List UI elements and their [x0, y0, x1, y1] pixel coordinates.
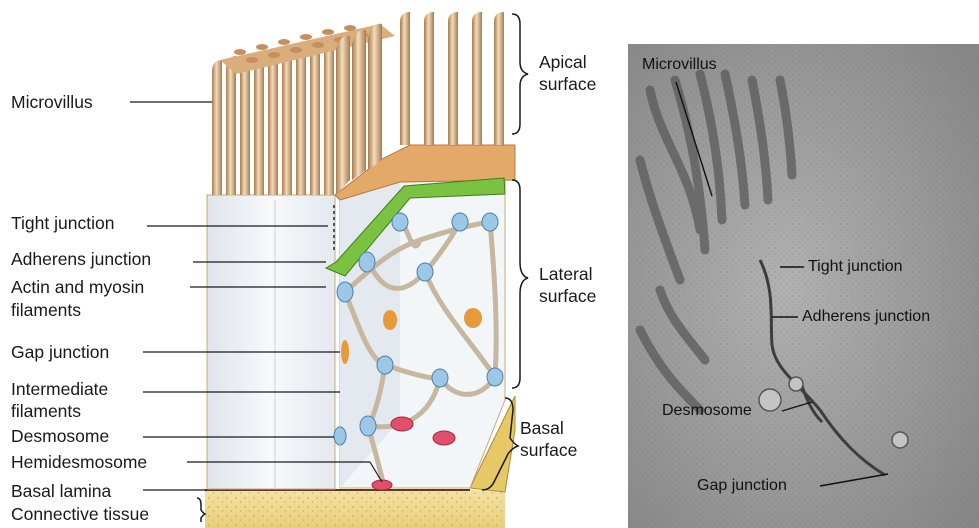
basal-lamina-label: Basal lamina: [11, 482, 111, 500]
basal-surface-label-line1: Basal: [520, 419, 564, 437]
tight-junction-label: Tight junction: [11, 214, 114, 232]
intermediate-filaments-label-line1: Intermediate: [11, 380, 108, 398]
lateral-surface-label-line1: Lateral: [539, 265, 593, 283]
lateral-surface-label-line2: surface: [539, 287, 596, 305]
desmosome-label: Desmosome: [11, 427, 109, 445]
apical-surface-label-line2: surface: [539, 75, 596, 93]
cell-front-face: [207, 195, 335, 489]
microvillus-label: Microvillus: [11, 93, 93, 111]
adherens-junction-label: Adherens junction: [11, 250, 151, 268]
gap-junction-label: Gap junction: [11, 343, 109, 361]
basal-surface-label-line2: surface: [520, 441, 577, 459]
em-gap-junction-label: Gap junction: [697, 477, 787, 494]
connective-tissue-label: Connective tissue: [11, 505, 149, 523]
intermediate-filaments-label-line2: filaments: [11, 402, 81, 420]
em-microvillus-label: Microvillus: [642, 56, 717, 73]
em-adherens-junction-label: Adherens junction: [802, 308, 930, 325]
connective-tissue-texture: [205, 490, 505, 528]
em-tight-junction-label: Tight junction: [808, 258, 903, 275]
em-desmosome-label: Desmosome: [662, 402, 752, 419]
hemidesmosome-label: Hemidesmosome: [11, 453, 147, 471]
actin-myosin-label-line2: filaments: [11, 301, 81, 319]
apical-surface-label-line1: Apical: [539, 53, 587, 71]
actin-myosin-label-line1: Actin and myosin: [11, 278, 144, 296]
